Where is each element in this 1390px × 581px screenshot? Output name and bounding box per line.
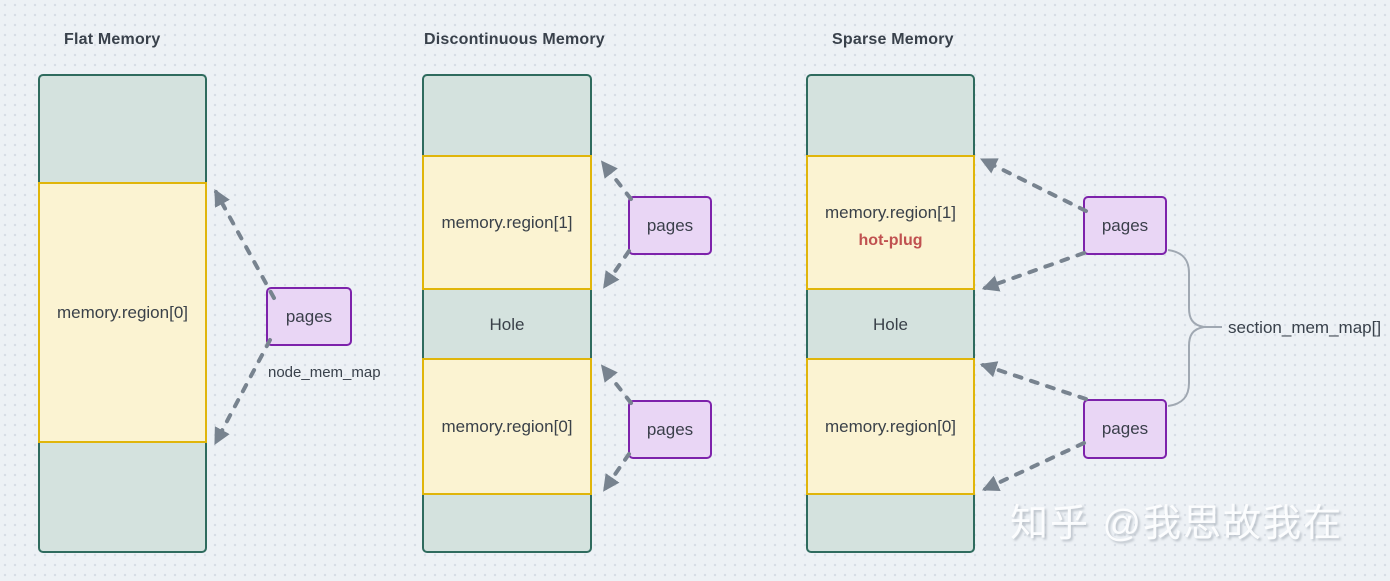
section-brace	[1167, 249, 1222, 407]
disc-memory-region-0-segment: memory.region[0]	[422, 358, 592, 495]
flat-reserved-bottom-segment	[38, 441, 207, 553]
pages-label: pages	[646, 419, 694, 439]
sparse-pages-box-region1: pages	[1083, 196, 1167, 255]
node-mem-map-label: node_mem_map	[268, 364, 381, 381]
sparse-pages1-to-region1-top-arrow	[979, 158, 1088, 213]
flat-memory-title: Flat Memory	[64, 31, 161, 48]
pages-label: pages	[1101, 419, 1149, 438]
disc-pages1-to-region1-top-arrow	[600, 160, 633, 201]
sparse-pages1-to-region1-bottom-arrow	[981, 251, 1086, 292]
disc-pages1-to-region1-bottom-arrow	[603, 249, 631, 289]
disc-hole-segment: Hole	[422, 288, 592, 362]
sparse-pages2-to-region0-top-arrow	[979, 361, 1088, 401]
pages-label: pages	[285, 306, 333, 326]
sparse-pages2-to-region0-bottom-arrow	[981, 441, 1086, 491]
sparse-pages-box-region0: pages	[1083, 399, 1167, 459]
pages-label: pages	[646, 215, 694, 235]
hot-plug-label: hot-plug	[858, 232, 923, 249]
flat-memory-region-0-segment: memory.region[0]	[38, 182, 207, 443]
hole-label: Hole	[873, 315, 908, 334]
sparse-memory-column: memory.region[1] hot-plug Hole memory.re…	[806, 74, 975, 553]
disc-pages2-to-region0-bottom-arrow	[603, 452, 631, 492]
sparse-memory-region-0-segment: memory.region[0]	[806, 358, 975, 495]
sparse-hole-segment: Hole	[806, 288, 975, 362]
region-label: memory.region[1]	[441, 212, 573, 232]
region-label: memory.region[1]	[824, 203, 956, 222]
flat-pages-to-region-bottom-arrow	[214, 338, 272, 445]
disc-reserved-bottom-segment	[422, 493, 592, 553]
flat-memory-column: memory.region[0]	[38, 74, 207, 553]
discontinuous-memory-title: Discontinuous Memory	[424, 31, 605, 48]
hole-label: Hole	[489, 315, 525, 334]
sparse-memory-title: Sparse Memory	[832, 31, 954, 48]
region-label: memory.region[0]	[824, 416, 956, 436]
sparse-memory-region-1-segment: memory.region[1] hot-plug	[806, 155, 975, 290]
flat-pages-to-region-top-arrow	[214, 189, 276, 300]
disc-pages-box-region0: pages	[628, 400, 712, 459]
sparse-reserved-bottom-segment	[806, 493, 975, 553]
region-label: memory.region[0]	[441, 416, 573, 436]
disc-pages-box-region1: pages	[628, 196, 712, 255]
discontinuous-memory-column: memory.region[1] Hole memory.region[0]	[422, 74, 592, 553]
disc-reserved-top-segment	[422, 74, 592, 157]
sparse-reserved-top-segment	[806, 74, 975, 157]
flat-reserved-top-segment	[38, 74, 207, 184]
watermark: 知乎 @我思故我在	[1010, 503, 1344, 545]
disc-memory-region-1-segment: memory.region[1]	[422, 155, 592, 290]
pages-label: pages	[1101, 215, 1149, 235]
flat-pages-box: pages	[266, 287, 352, 346]
disc-pages2-to-region0-top-arrow	[600, 364, 633, 405]
region-label: memory.region[0]	[56, 302, 188, 322]
section-mem-map-label: section_mem_map[]	[1228, 318, 1382, 337]
